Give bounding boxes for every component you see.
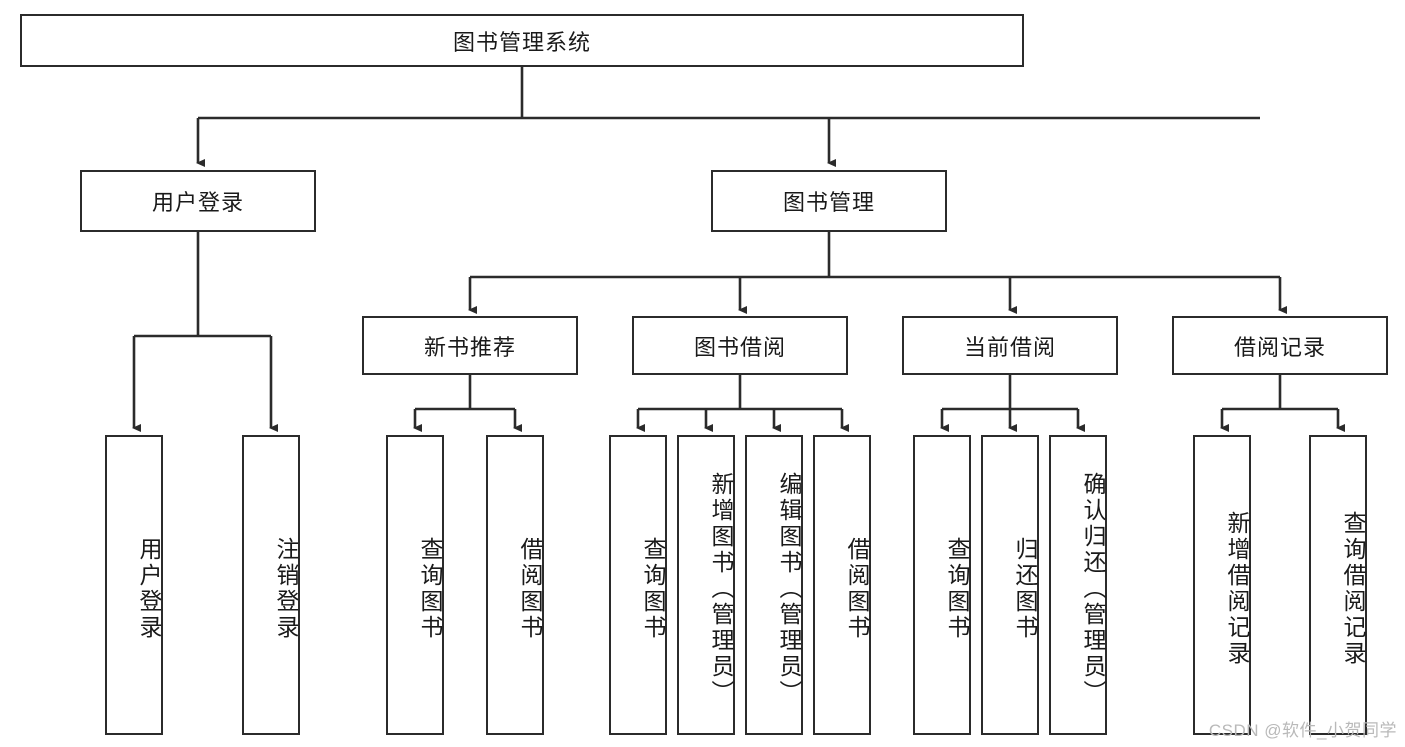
- node-book-management[interactable]: 图书管理: [711, 170, 947, 232]
- node-label: 借阅图书: [517, 537, 543, 641]
- leaf-user-logout[interactable]: 注销登录: [242, 435, 300, 735]
- node-label: 编辑图书（管理员）: [776, 472, 802, 706]
- node-label: 注销登录: [273, 537, 299, 641]
- leaf-edit-book-admin[interactable]: 编辑图书（管理员）: [745, 435, 803, 735]
- node-label: 查询图书: [944, 537, 970, 641]
- node-label: 查询图书: [417, 537, 443, 641]
- node-new-book-recommend[interactable]: 新书推荐: [362, 316, 578, 375]
- leaf-confirm-return-admin[interactable]: 确认归还（管理员）: [1049, 435, 1107, 735]
- node-label: 新增图书（管理员）: [708, 472, 734, 706]
- node-borrow-record[interactable]: 借阅记录: [1172, 316, 1388, 375]
- node-label: 新书推荐: [423, 334, 516, 360]
- node-label: 新增借阅记录: [1224, 511, 1250, 667]
- leaf-add-book-admin[interactable]: 新增图书（管理员）: [677, 435, 735, 735]
- csdn-watermark: CSDN @软件_小贺同学: [1208, 721, 1397, 740]
- node-label: 图书管理系统: [452, 29, 591, 55]
- leaf-borrow-book-recommend[interactable]: 借阅图书: [486, 435, 544, 735]
- leaf-borrow-book[interactable]: 借阅图书: [813, 435, 871, 735]
- leaf-return-book[interactable]: 归还图书: [981, 435, 1039, 735]
- leaf-query-book-current[interactable]: 查询图书: [913, 435, 971, 735]
- leaf-query-book-recommend[interactable]: 查询图书: [386, 435, 444, 735]
- leaf-query-borrow-record[interactable]: 查询借阅记录: [1309, 435, 1367, 735]
- node-label: 借阅图书: [844, 537, 870, 641]
- leaf-user-login[interactable]: 用户登录: [105, 435, 163, 735]
- node-label: 查询图书: [640, 537, 666, 641]
- node-label: 借阅记录: [1233, 334, 1326, 360]
- node-label: 查询借阅记录: [1340, 511, 1366, 667]
- node-label: 归还图书: [1012, 537, 1038, 641]
- node-label: 用户登录: [151, 190, 244, 215]
- node-label: 确认归还（管理员）: [1080, 472, 1106, 706]
- node-label: 用户登录: [136, 537, 162, 641]
- node-label: 当前借阅: [963, 334, 1056, 360]
- leaf-add-borrow-record[interactable]: 新增借阅记录: [1193, 435, 1251, 735]
- node-current-borrow[interactable]: 当前借阅: [902, 316, 1118, 375]
- node-book-borrow[interactable]: 图书借阅: [632, 316, 848, 375]
- node-user-login[interactable]: 用户登录: [80, 170, 316, 232]
- leaf-query-book-borrow[interactable]: 查询图书: [609, 435, 667, 735]
- node-label: 图书管理: [782, 190, 875, 215]
- node-root-system[interactable]: 图书管理系统: [20, 14, 1024, 67]
- node-label: 图书借阅: [693, 334, 786, 360]
